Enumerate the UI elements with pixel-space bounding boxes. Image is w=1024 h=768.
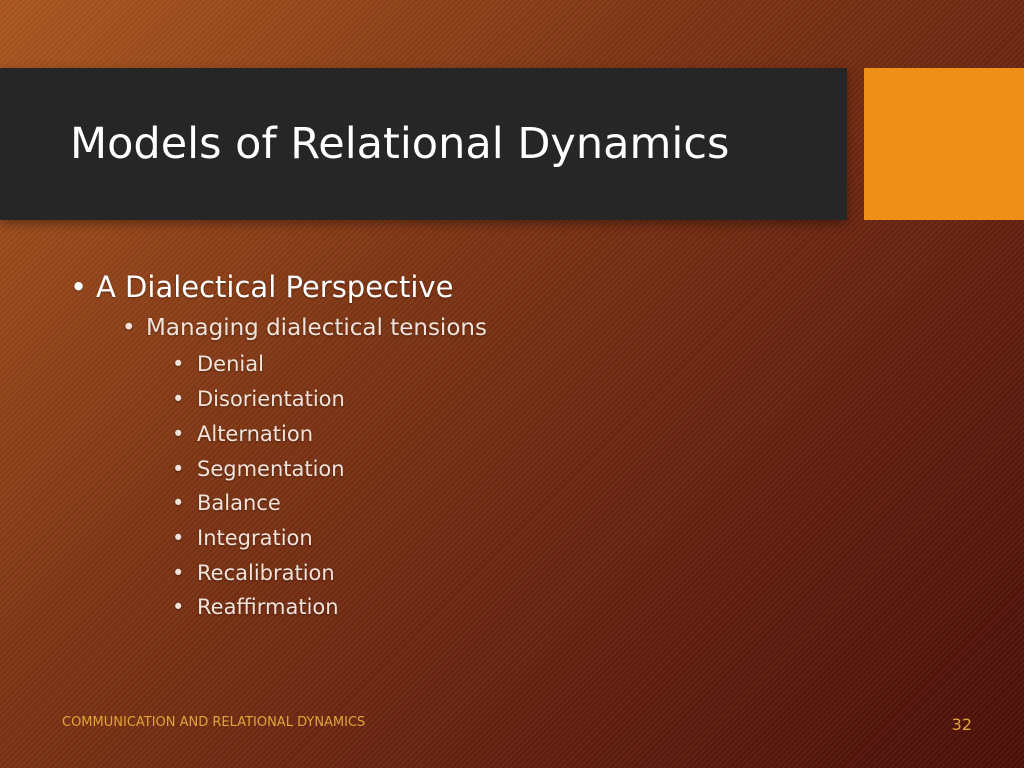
bullet-label: Balance (197, 491, 281, 515)
accent-block (864, 68, 1024, 220)
bullet-dot-icon: • (172, 491, 185, 515)
bullet-level3-item: • Segmentation (172, 454, 345, 484)
footer-text: COMMUNICATION AND RELATIONAL DYNAMICS (62, 715, 366, 730)
page-number: 32 (951, 715, 972, 734)
bullet-dot-icon: • (172, 457, 185, 481)
bullet-level3-item: • Denial (172, 349, 264, 379)
bullet-level2: • Managing dialectical tensions (122, 312, 487, 344)
bullet-label: A Dialectical Perspective (96, 270, 454, 304)
title-band (0, 68, 847, 220)
bullet-level3-item: • Disorientation (172, 384, 345, 414)
bullet-dot-icon: • (172, 387, 185, 411)
bullet-level3-item: • Integration (172, 523, 313, 553)
bullet-dot-icon: • (172, 422, 185, 446)
bullet-dot-icon: • (172, 561, 185, 585)
bullet-level3-item: • Reaffirmation (172, 592, 339, 622)
bullet-label: Reaffirmation (197, 595, 339, 619)
bullet-label: Integration (197, 526, 313, 550)
bullet-level1: • A Dialectical Perspective (70, 266, 453, 308)
bullet-dot-icon: • (70, 270, 88, 304)
bullet-label: Segmentation (197, 457, 345, 481)
bullet-level3-item: • Alternation (172, 419, 313, 449)
bullet-level3-item: • Recalibration (172, 558, 335, 588)
bullet-label: Recalibration (197, 561, 335, 585)
bullet-dot-icon: • (172, 526, 185, 550)
slide-title: Models of Relational Dynamics (70, 119, 730, 169)
bullet-label: Disorientation (197, 387, 345, 411)
bullet-label: Denial (197, 352, 264, 376)
bullet-dot-icon: • (122, 315, 136, 341)
bullet-dot-icon: • (172, 595, 185, 619)
bullet-label: Alternation (197, 422, 314, 446)
bullet-label: Managing dialectical tensions (146, 315, 487, 341)
bullet-dot-icon: • (172, 352, 185, 376)
bullet-level3-item: • Balance (172, 488, 281, 518)
